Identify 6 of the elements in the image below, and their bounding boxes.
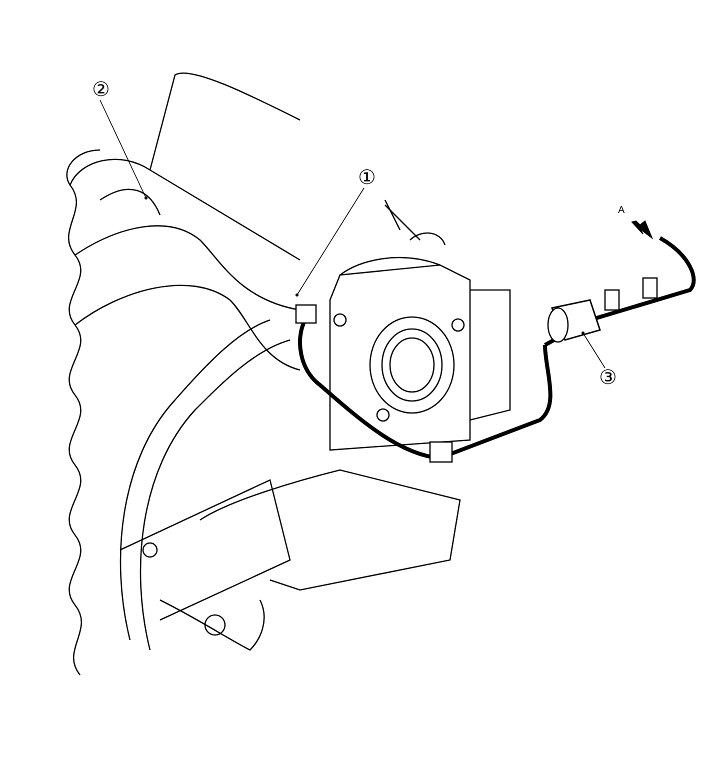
callout-number: ①	[358, 168, 376, 188]
view-label: A	[618, 205, 625, 216]
callout-number: ②	[92, 80, 110, 100]
leader-line	[296, 188, 364, 296]
leader-line	[100, 100, 146, 198]
leader-line	[582, 332, 606, 368]
